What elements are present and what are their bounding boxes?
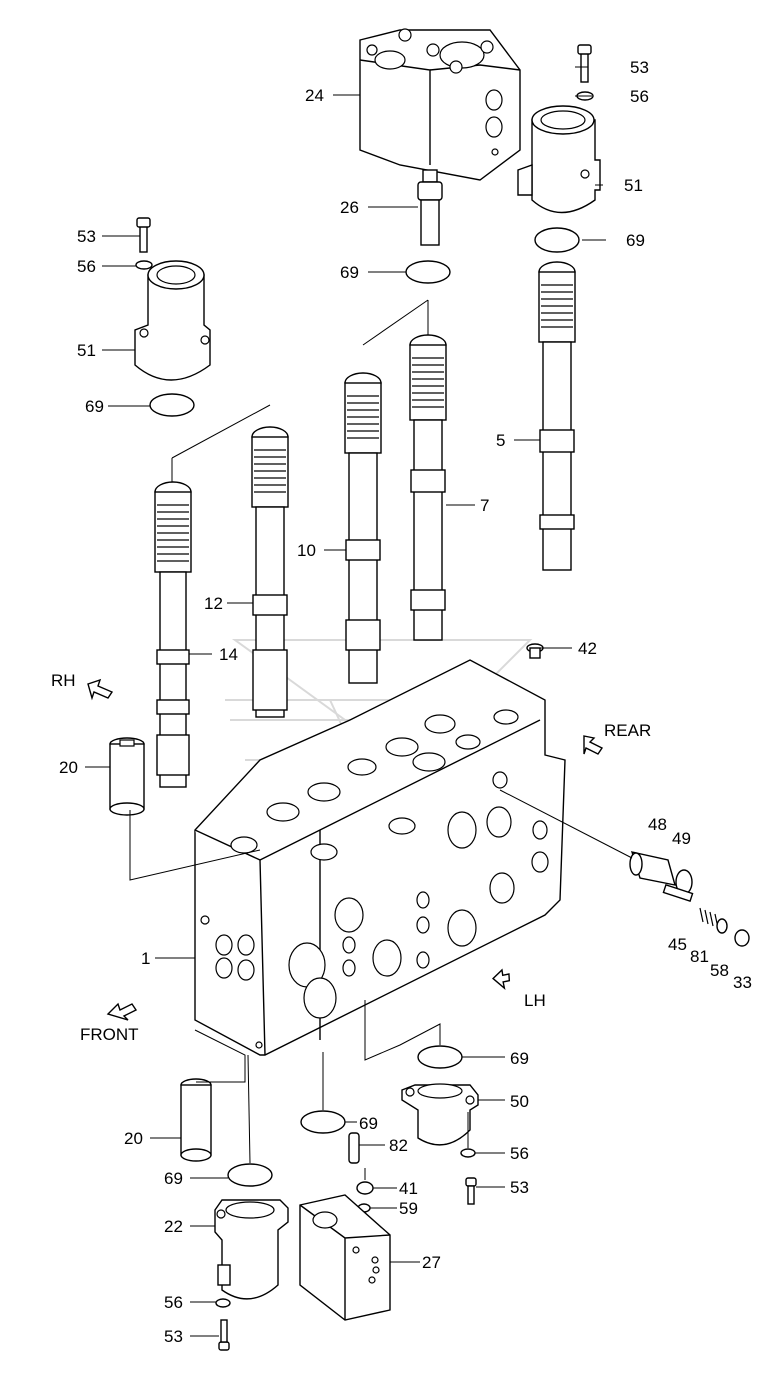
spool-springs [157, 284, 573, 562]
callout-53-top-right: 53 [630, 58, 649, 77]
washer-56-lower-left [215, 1298, 231, 1308]
callout-82: 82 [389, 1136, 408, 1155]
callout-69-top-center: 69 [340, 263, 359, 282]
leader-lines [85, 66, 633, 1337]
callout-58: 58 [710, 961, 729, 980]
callout-24: 24 [305, 86, 324, 105]
pin-45 [662, 883, 694, 903]
o-ring-69-left-lower [227, 1163, 273, 1187]
spool-7 [409, 334, 447, 641]
callout-56-lower-left: 56 [164, 1293, 183, 1312]
direction-labels: RH REAR FRONT LH [51, 671, 651, 1044]
direction-front: FRONT [80, 1025, 139, 1044]
bolt-53-right [465, 1177, 477, 1205]
callout-56-left: 56 [77, 257, 96, 276]
plug-48 [629, 851, 676, 886]
o-ring-69-top-center [405, 260, 451, 284]
spring-81 [699, 907, 719, 929]
callout-14: 14 [219, 645, 238, 664]
direction-lh: LH [524, 991, 546, 1010]
front-arrow-icon [106, 1002, 138, 1021]
callout-51-right: 51 [624, 176, 643, 195]
pin-82 [348, 1132, 360, 1164]
plug-20-lower [180, 1078, 212, 1162]
cover-22 [214, 1199, 289, 1300]
callout-labels: 24 26 53 56 51 69 69 53 56 51 69 5 7 10 … [59, 58, 752, 1346]
callout-81: 81 [690, 947, 709, 966]
o-ring-58 [716, 918, 728, 934]
o-ring-69-center-lower [300, 1110, 346, 1134]
callout-27: 27 [422, 1253, 441, 1272]
callout-1: 1 [141, 949, 150, 968]
bolt-53-lower-left [218, 1319, 230, 1351]
callout-42: 42 [578, 639, 597, 658]
callout-33: 33 [733, 973, 752, 992]
callout-45: 45 [668, 935, 687, 954]
spool-12 [251, 426, 289, 718]
o-ring-69-right-lower [417, 1045, 463, 1069]
callout-7: 7 [480, 496, 489, 515]
direction-rear: REAR [604, 721, 651, 740]
washer-56-right [460, 1148, 476, 1158]
piston-cover-51-left [134, 217, 211, 381]
callout-22: 22 [164, 1217, 183, 1236]
callout-49: 49 [672, 829, 691, 848]
piston-cover-51-right [517, 44, 601, 214]
plug-33 [734, 929, 750, 947]
callout-20-lower: 20 [124, 1129, 143, 1148]
plug-41 [356, 1181, 374, 1195]
callout-69-right-lower: 69 [510, 1049, 529, 1068]
callout-56-right-lower: 56 [510, 1144, 529, 1163]
spool-10 [344, 372, 382, 684]
callout-69-top-right: 69 [626, 231, 645, 250]
callout-48: 48 [648, 815, 667, 834]
callout-53-right-lower: 53 [510, 1178, 529, 1197]
spool-26 [417, 169, 443, 246]
callout-26: 26 [340, 198, 359, 217]
o-ring-69-left [149, 393, 195, 417]
plug-20-upper [109, 737, 145, 816]
rh-arrow-icon [87, 678, 114, 701]
callout-69-left-lower: 69 [164, 1169, 183, 1188]
callout-69-left: 69 [85, 397, 104, 416]
direction-rh: RH [51, 671, 76, 690]
callout-5: 5 [496, 431, 505, 450]
plug-42 [526, 643, 544, 659]
spool-5 [538, 261, 576, 571]
cover-block-24 [359, 28, 521, 181]
callout-56-top-right: 56 [630, 87, 649, 106]
callout-59: 59 [399, 1199, 418, 1218]
cover-27 [299, 1194, 391, 1321]
callout-51-left: 51 [77, 341, 96, 360]
valve-body-1 [194, 659, 566, 1056]
callout-53-lower-left: 53 [164, 1327, 183, 1346]
rear-arrow-icon [583, 735, 604, 755]
o-ring-69-top-right [534, 227, 580, 253]
callout-12: 12 [204, 594, 223, 613]
callout-10: 10 [297, 541, 316, 560]
callout-53-left: 53 [77, 227, 96, 246]
callout-69-center-lower: 69 [359, 1114, 378, 1133]
callout-41: 41 [399, 1179, 418, 1198]
callout-20-upper: 20 [59, 758, 78, 777]
spool-14 [154, 481, 192, 788]
callout-50: 50 [510, 1092, 529, 1111]
lh-arrow-icon [492, 968, 511, 991]
cover-50 [401, 1083, 479, 1146]
